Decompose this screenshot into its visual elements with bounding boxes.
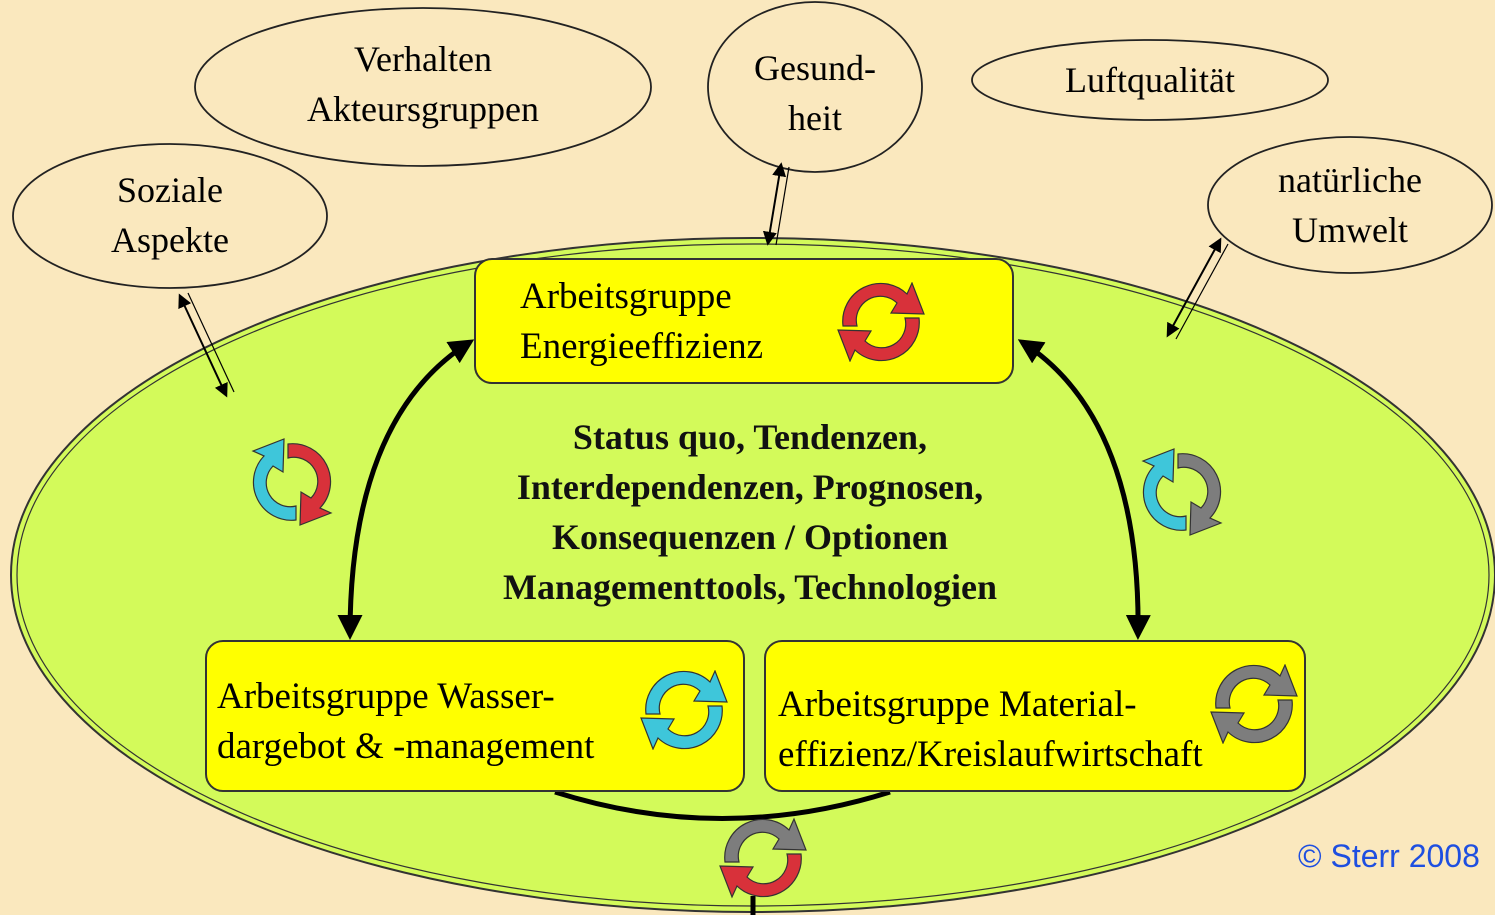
satellite-verhalten-akteursgruppen	[194, 7, 652, 167]
satellite-gesundheit	[707, 1, 923, 173]
box-line: Arbeitsgruppe Material-	[778, 684, 1137, 725]
box-arbeitsgruppe-energieeffizienz: Arbeitsgruppe Energieeffizienz	[474, 258, 1014, 384]
connector-umwelt	[1166, 237, 1229, 340]
arrow-energie-wasser	[337, 339, 475, 640]
arrow-energie-material	[1017, 339, 1151, 640]
satellite-soziale-aspekte	[12, 143, 328, 289]
satellite-natuerliche-umwelt	[1207, 136, 1493, 274]
box-line: Arbeitsgruppe Wasser-	[217, 676, 555, 717]
connector-gesundheit	[762, 162, 790, 246]
red-cycle-icon	[837, 282, 925, 362]
box-line: Energieeffizienz	[520, 326, 764, 367]
satellite-luftqualitaet	[971, 39, 1329, 121]
grey-cycle-icon	[1210, 664, 1298, 744]
box-line: Arbeitsgruppe	[520, 276, 732, 317]
arrow-wasser-material	[554, 789, 891, 821]
cyan-cycle-icon	[640, 670, 728, 750]
box-arbeitsgruppe-wasser: Arbeitsgruppe Wasser- dargebot & -manage…	[205, 640, 745, 792]
box-line: effizienz/Kreislaufwirtschaft	[778, 734, 1203, 775]
connector-soziale	[178, 292, 235, 398]
copyright-note: © Sterr 2008	[1298, 838, 1480, 874]
box-line: dargebot & -management	[217, 726, 595, 767]
box-arbeitsgruppe-material: Arbeitsgruppe Material- effizienz/Kreisl…	[764, 640, 1306, 792]
